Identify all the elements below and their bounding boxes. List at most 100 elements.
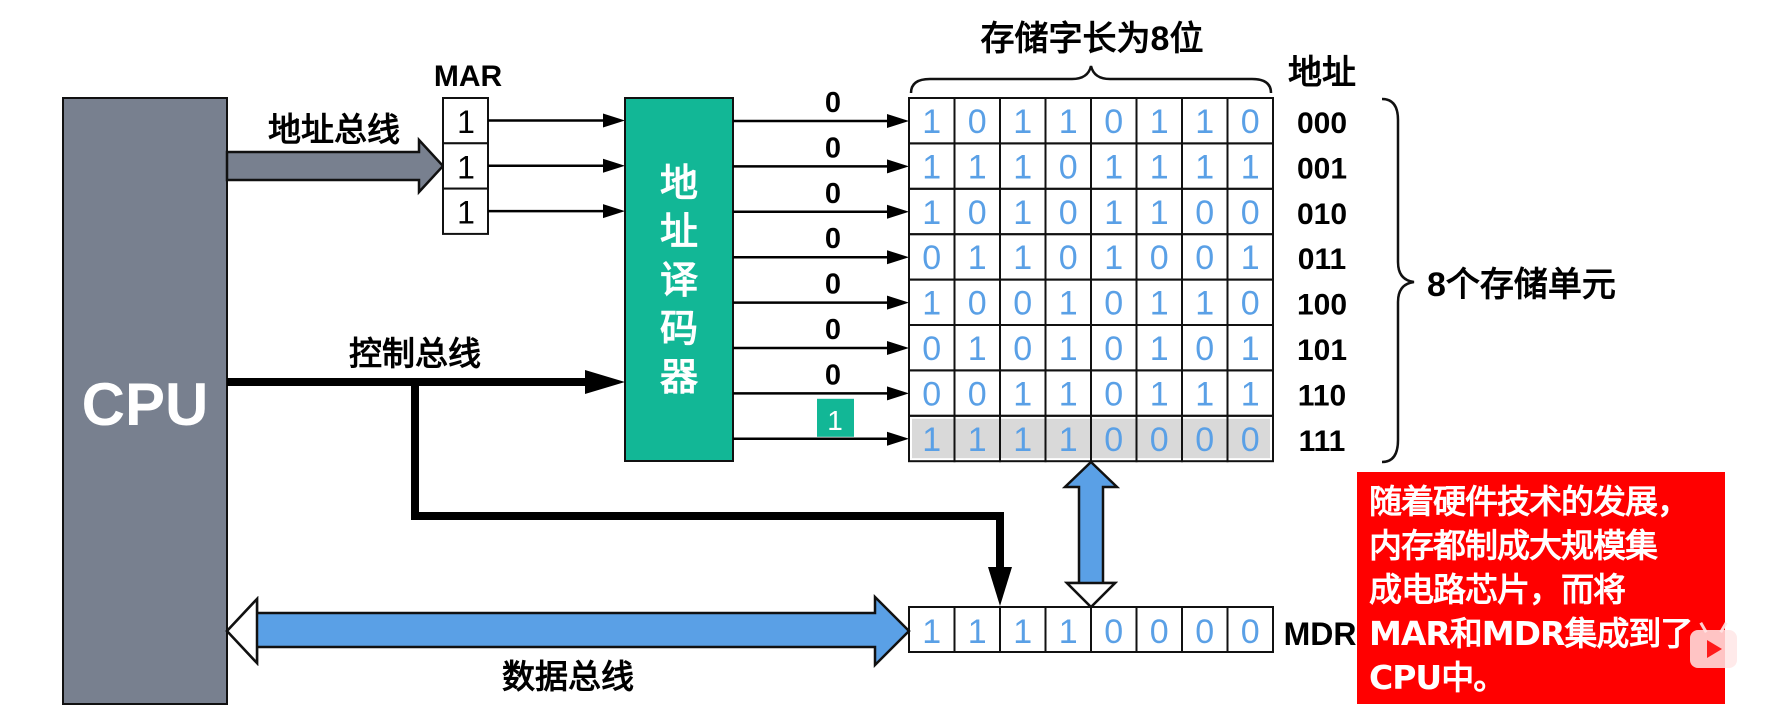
cpu-label: CPU: [82, 371, 209, 438]
address-bus-label: 地址总线: [268, 111, 400, 148]
explanation-note: 随着硬件技术的发展， 内存都制成大规模集 成电路芯片，而将 MAR和MDR集成到…: [1357, 472, 1725, 704]
mdr-bit: 0: [1195, 613, 1214, 651]
memory-bit: 0: [922, 375, 941, 413]
memory-bit: 1: [1059, 421, 1078, 459]
mar-bit: 1: [457, 104, 475, 140]
mar-to-decoder-lines: [488, 113, 625, 219]
mar-output-arrowhead: [603, 113, 625, 128]
memory-bit: 1: [922, 194, 941, 232]
memory-bit: 0: [1150, 421, 1169, 459]
decoder-label-char: 器: [660, 355, 699, 399]
control-bus-label: 控制总线: [349, 335, 481, 372]
memory-bit: 0: [1104, 103, 1123, 141]
decoder-label-char: 地: [660, 161, 698, 205]
memory-bit: 1: [922, 285, 941, 323]
memory-cell: [1226, 414, 1274, 463]
mar-bit-cell: [442, 187, 489, 235]
memory-bit: 1: [1195, 375, 1214, 413]
mar-output-arrowhead: [603, 158, 625, 173]
address-decoder: [624, 97, 734, 462]
memory-bit: 1: [1150, 194, 1169, 232]
mar-bit: 1: [457, 195, 475, 231]
memory-bit: 0: [1059, 194, 1078, 232]
memory-bit: 0: [1059, 148, 1078, 186]
memory-bit: 1: [1195, 285, 1214, 323]
note-line: MAR和MDR集成到了: [1369, 614, 1693, 653]
memory-bit: 1: [922, 421, 941, 459]
mdr-bit: 1: [1013, 613, 1032, 651]
address-header: 地址: [1288, 54, 1356, 92]
memory-bit: 0: [968, 285, 987, 323]
note-line: 内存都制成大规模集: [1369, 526, 1658, 565]
decoder-output-arrowhead: [887, 159, 909, 174]
memory-bit: 1: [1059, 330, 1078, 368]
decoder-output-arrowhead: [887, 431, 909, 446]
mdr-bit: 1: [922, 613, 941, 651]
memory-bit: 0: [922, 330, 941, 368]
memory-bit: 1: [922, 148, 941, 186]
memory-bit: 0: [1104, 421, 1123, 459]
active-output-highlight: [817, 398, 854, 437]
memory-address: 001: [1297, 152, 1347, 185]
decoder-output-arrowhead: [887, 114, 909, 128]
mdr-bit-cell: [953, 606, 1001, 653]
memory-bit: 0: [922, 239, 941, 277]
memory-bit: 1: [1195, 148, 1214, 186]
memory-bit: 0: [1195, 194, 1214, 232]
decoder-output-arrowhead: [887, 295, 909, 310]
memory-address: 011: [1298, 243, 1346, 276]
memory-bit: 0: [1195, 330, 1214, 368]
decoder-output-value: 0: [825, 359, 841, 391]
mdr-bit: 0: [1150, 613, 1169, 651]
memory-bit: 1: [1059, 375, 1078, 413]
control-bus-arrowhead: [585, 370, 625, 394]
data-bus-arrow: [225, 593, 911, 669]
note-line: CPU中。: [1369, 658, 1506, 697]
mar-bit: 1: [457, 149, 475, 185]
memory-bit: 0: [1195, 239, 1214, 277]
mdr-bit-cell: [999, 606, 1047, 653]
memory-bit: 1: [1150, 148, 1169, 186]
memory-bit: 0: [1241, 103, 1260, 141]
memory-address: 111: [1299, 425, 1346, 458]
memory-bit: 0: [968, 194, 987, 232]
bilibili-tv-play-icon[interactable]: [1690, 621, 1737, 668]
note-line: 随着硬件技术的发展，: [1369, 482, 1690, 521]
memory-bit: 1: [1241, 330, 1260, 368]
mdr-bit: 1: [1059, 613, 1078, 651]
memory-bit: 1: [1104, 239, 1123, 277]
mdr-bit: 1: [968, 613, 987, 651]
memory-address: 000: [1297, 107, 1347, 140]
memory-bit: 1: [1241, 148, 1260, 186]
memory-bit: 0: [1195, 421, 1214, 459]
control-to-mdr-arrowhead: [988, 567, 1012, 606]
memory-bit: 0: [1104, 330, 1123, 368]
word-length-label: 存储字长为8位: [981, 20, 1204, 58]
mar-output-arrowhead: [603, 204, 625, 219]
memory-bit: 1: [968, 239, 987, 277]
memory-bit: 1: [1013, 194, 1032, 232]
memory-bit: 1: [1150, 375, 1169, 413]
memory-bit: 1: [968, 421, 987, 459]
memory-bit: 0: [1104, 375, 1123, 413]
memory-bit: 1: [1059, 103, 1078, 141]
mdr-bit: 0: [1241, 613, 1260, 651]
mdr-bit-cell: [1226, 606, 1274, 653]
memory-bit: 0: [1059, 239, 1078, 277]
memory-bit: 1: [1013, 239, 1032, 277]
decoder-output-arrowhead: [887, 250, 909, 265]
decoder-label-char: 码: [660, 307, 698, 351]
memory-address: 101: [1297, 334, 1347, 367]
memory-bit: 1: [1104, 148, 1123, 186]
memory-bit: 0: [1241, 194, 1260, 232]
memory-bit: 0: [968, 375, 987, 413]
memory-bit: 0: [1241, 421, 1260, 459]
decoder-output-value: 0: [825, 132, 841, 164]
decoder-output-arrowhead: [887, 204, 909, 219]
units-brace: [1381, 97, 1415, 464]
